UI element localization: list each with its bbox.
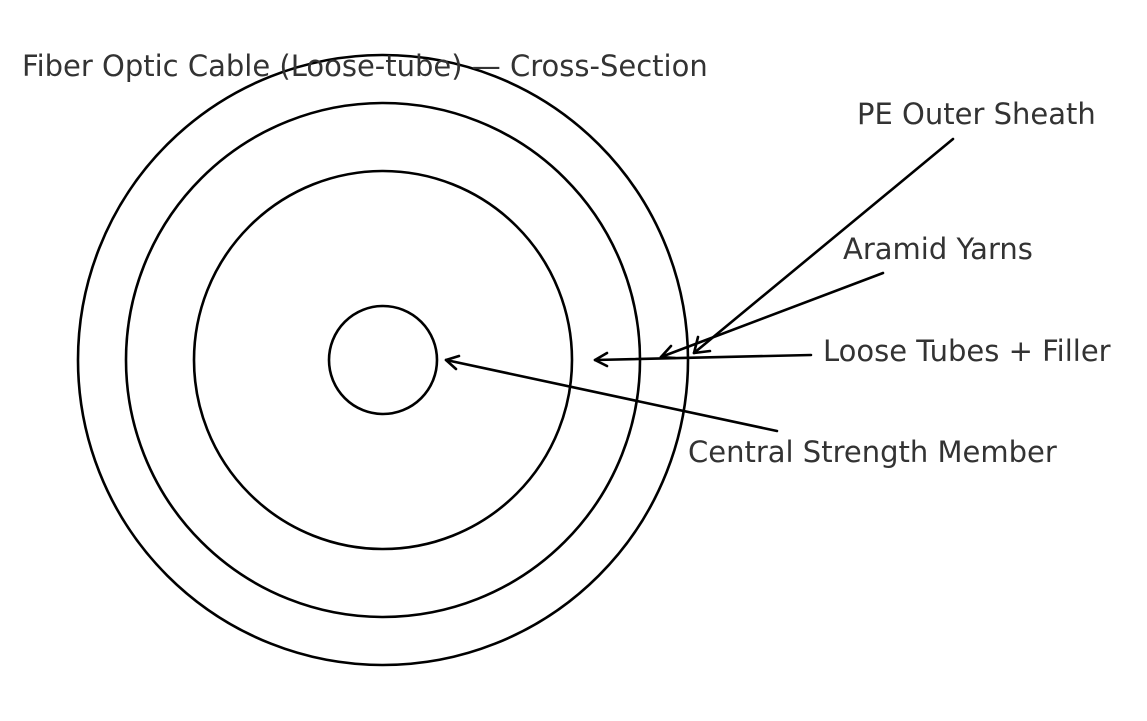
central-strength-member-leader — [444, 358, 779, 433]
loose-tubes-filler-ring — [192, 169, 574, 551]
diagram-title: Fiber Optic Cable (Loose-tube) — Cross-S… — [22, 49, 708, 83]
pe-outer-sheath-label: PE Outer Sheath — [857, 97, 1096, 131]
pe-outer-sheath-ring — [76, 53, 690, 667]
central-strength-member-label: Central Strength Member — [688, 435, 1057, 469]
central-strength-member-arrowhead — [444, 354, 461, 371]
aramid-yarns-label: Aramid Yarns — [843, 232, 1033, 266]
aramid-yarns-ring — [124, 101, 642, 619]
loose-tubes-filler-label: Loose Tubes + Filler — [823, 334, 1111, 368]
pe-outer-sheath-leader — [692, 137, 955, 355]
loose-tubes-filler-arrowhead — [593, 351, 609, 368]
loose-tubes-filler-leader — [593, 353, 813, 362]
central-strength-member-ring — [327, 304, 439, 416]
aramid-yarns-leader — [659, 271, 885, 359]
